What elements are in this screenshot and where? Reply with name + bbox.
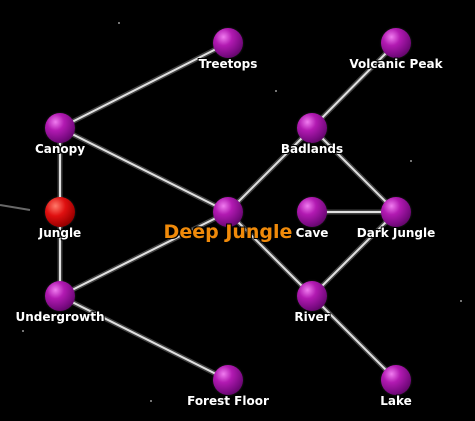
location-node-jungle[interactable]	[45, 197, 75, 227]
location-node-treetops[interactable]	[213, 28, 243, 58]
location-node-canopy[interactable]	[45, 113, 75, 143]
map-connection-canopy-deep-jungle	[59, 127, 229, 213]
background-star	[410, 160, 412, 162]
map-connection-treetops-canopy	[59, 42, 229, 129]
location-node-volcanic-peak[interactable]	[381, 28, 411, 58]
map-connection-deep-jungle-badlands	[227, 127, 313, 213]
background-star	[460, 300, 462, 302]
location-label-volcanic-peak: Volcanic Peak	[349, 57, 443, 71]
map-connection-offscreen	[0, 204, 31, 211]
map-connection-undergrowth-deep-jungle	[59, 211, 229, 297]
background-star	[22, 330, 24, 332]
location-label-cave: Cave	[295, 226, 329, 240]
location-node-lake[interactable]	[381, 365, 411, 395]
map-connection-river-lake	[311, 295, 397, 381]
location-label-canopy: Canopy	[34, 142, 86, 156]
map-connection-dark-jungle-river	[311, 211, 397, 297]
location-label-forest-floor: Forest Floor	[187, 394, 269, 408]
background-star	[118, 22, 120, 24]
location-node-river[interactable]	[297, 281, 327, 311]
background-star	[275, 90, 277, 92]
location-node-dark-jungle[interactable]	[381, 197, 411, 227]
location-node-forest-floor[interactable]	[213, 365, 243, 395]
map-connection-badlands-volcanic-peak	[311, 42, 397, 129]
location-label-dark-jungle: Dark Jungle	[356, 226, 436, 240]
background-star	[150, 400, 152, 402]
location-node-deep-jungle[interactable]	[213, 197, 243, 227]
location-label-river: River	[294, 310, 330, 324]
location-label-treetops: Treetops	[198, 57, 258, 71]
location-node-badlands[interactable]	[297, 113, 327, 143]
location-label-jungle: Jungle	[38, 226, 82, 240]
location-node-cave[interactable]	[297, 197, 327, 227]
map-connection-deep-jungle-river	[227, 211, 313, 297]
location-node-undergrowth[interactable]	[45, 281, 75, 311]
map-connection-undergrowth-forest-floor	[59, 295, 229, 381]
location-label-badlands: Badlands	[280, 142, 344, 156]
location-label-undergrowth: Undergrowth	[15, 310, 105, 324]
map-connection-badlands-dark-jungle	[311, 127, 397, 213]
location-label-lake: Lake	[380, 394, 412, 408]
